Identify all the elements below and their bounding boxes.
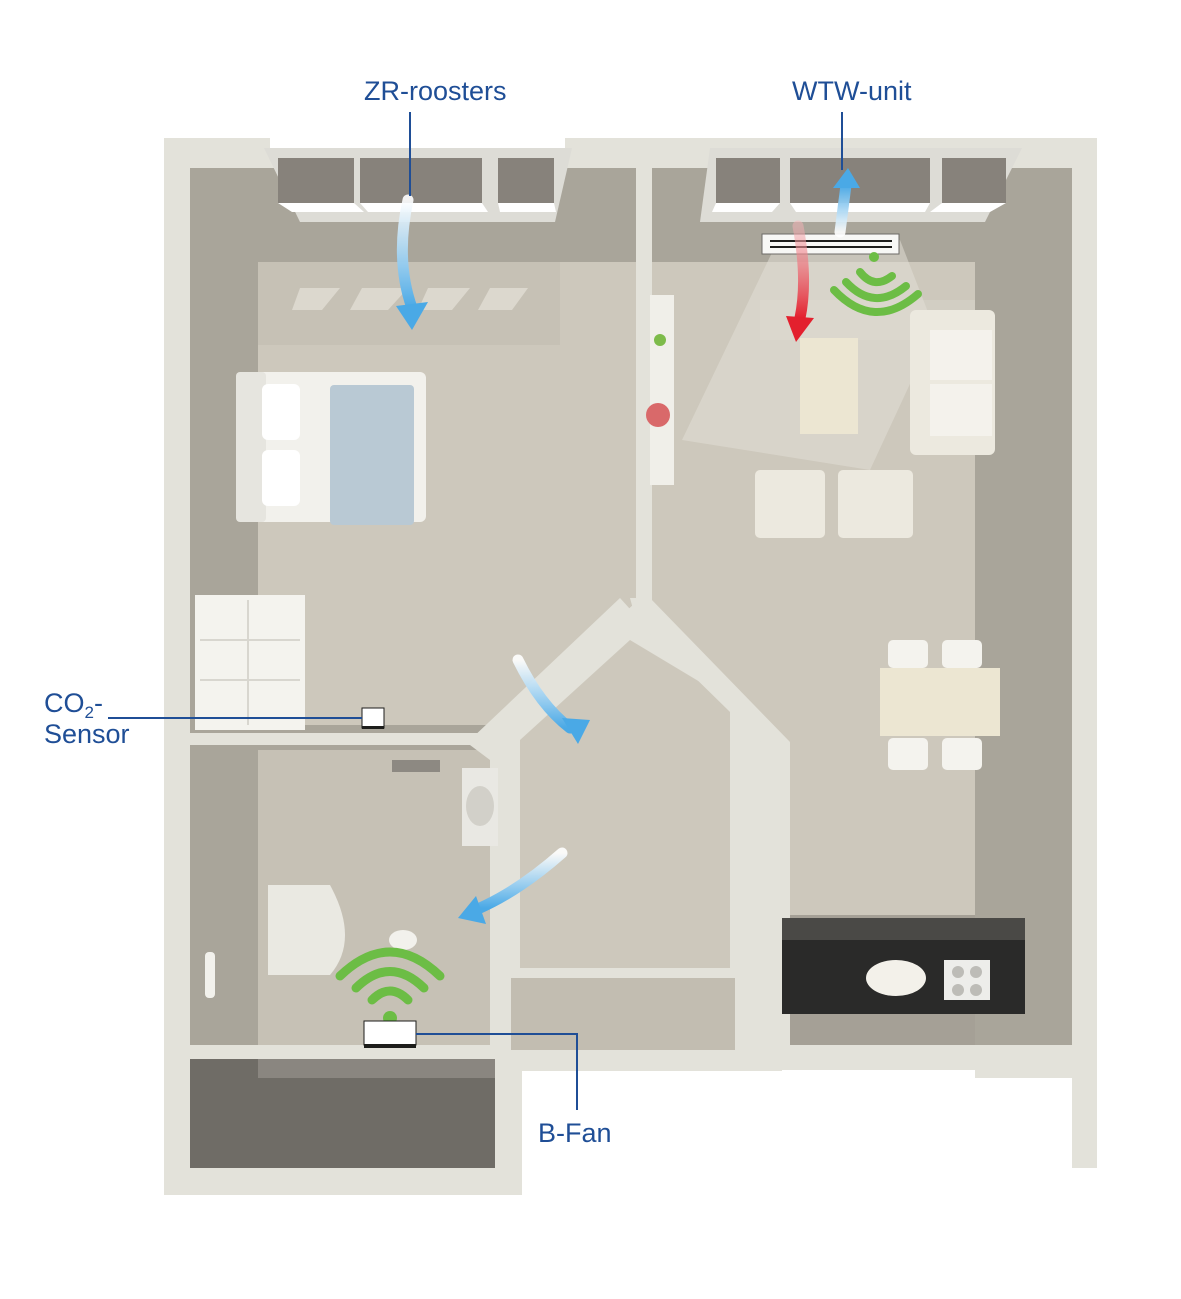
interior-walls [184, 160, 1073, 1071]
wifi-signal-icon [830, 252, 922, 317]
armchairs [755, 470, 913, 538]
exhaust-arrow-icon [786, 220, 814, 342]
airflow-arrow-icon [512, 654, 590, 744]
coffee-table [800, 338, 858, 434]
wtw-unit-label: WTW-unit [792, 76, 912, 106]
bed [236, 372, 426, 525]
bathroom [190, 745, 495, 1168]
window-bay-left [264, 148, 572, 222]
zr-roosters-label: ZR-roosters [364, 76, 507, 106]
co2-label-sensor: Sensor [44, 719, 130, 749]
co2-sensor-label: CO2- Sensor [44, 688, 130, 750]
airflow-arrow-icon [396, 194, 428, 330]
b-fan-label: B-Fan [538, 1118, 612, 1148]
wifi-signal-icon [335, 947, 445, 1025]
bathroom-fixtures [205, 760, 498, 998]
dining-set [880, 640, 1000, 770]
wtw-unit-device [761, 233, 900, 255]
dresser [195, 595, 305, 730]
co2-label-main: CO [44, 688, 85, 718]
airflow-arrow-icon [458, 847, 568, 924]
side-cabinet [646, 295, 674, 485]
window-bay-right [700, 148, 1022, 222]
co2-label-subscript: 2 [84, 703, 94, 722]
co2-sensor-device [361, 707, 385, 729]
sofa [910, 310, 995, 455]
kitchen-counter [782, 918, 1025, 1014]
co2-label-dash: - [93, 688, 103, 718]
airflow-out-arrow-icon [833, 168, 860, 238]
b-fan-device [363, 1020, 417, 1048]
leader-lines [108, 112, 843, 1110]
